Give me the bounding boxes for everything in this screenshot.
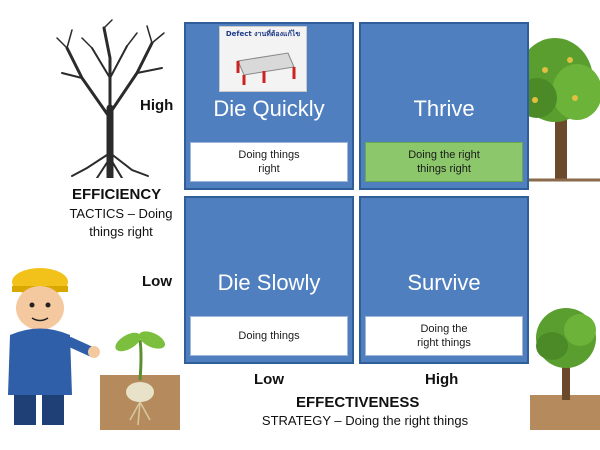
- quadrant-title: Die Slowly: [217, 270, 321, 295]
- sprout-icon: [100, 331, 180, 430]
- quadrant-description: Doing the right things: [365, 316, 523, 356]
- y-axis-low-label: Low: [142, 273, 172, 290]
- defect-photo: Defect งานที่ต้องแก้ไข: [219, 26, 307, 92]
- healthy-tree-icon: [515, 38, 600, 182]
- quadrant-title: Survive: [407, 270, 481, 295]
- x-axis-title: EFFECTIVENESS: [296, 394, 420, 411]
- small-tree-icon: [530, 308, 600, 430]
- quadrant-title: Thrive: [413, 96, 475, 121]
- y-axis-high-label: High: [140, 97, 174, 114]
- x-axis-subtitle: STRATEGY – Doing the right things: [261, 413, 469, 428]
- x-axis-high-label: High: [425, 371, 459, 388]
- photo-caption: Defect งานที่ต้องแก้ไข: [225, 30, 301, 38]
- quadrant-survive: Survive Doing the right things: [359, 196, 529, 364]
- quadrant-die-slowly: Die Slowly Doing things: [184, 196, 354, 364]
- dead-tree-icon: [56, 19, 165, 178]
- quadrant-description: Doing things: [190, 316, 348, 356]
- engineer-icon: [8, 268, 100, 425]
- y-axis-title: EFFICIENCY: [72, 186, 162, 203]
- quadrant-description: Doing things right: [190, 142, 348, 182]
- y-axis-subtitle-line1: TACTICS – Doing: [69, 206, 173, 221]
- bench-icon: [236, 52, 296, 85]
- quadrant-title: Die Quickly: [213, 96, 325, 121]
- quadrant-thrive: Thrive Doing the right things right: [359, 22, 529, 190]
- y-axis-subtitle-line2: things right: [89, 224, 153, 239]
- quadrant-description: Doing the right things right: [365, 142, 523, 182]
- x-axis-low-label: Low: [254, 371, 284, 388]
